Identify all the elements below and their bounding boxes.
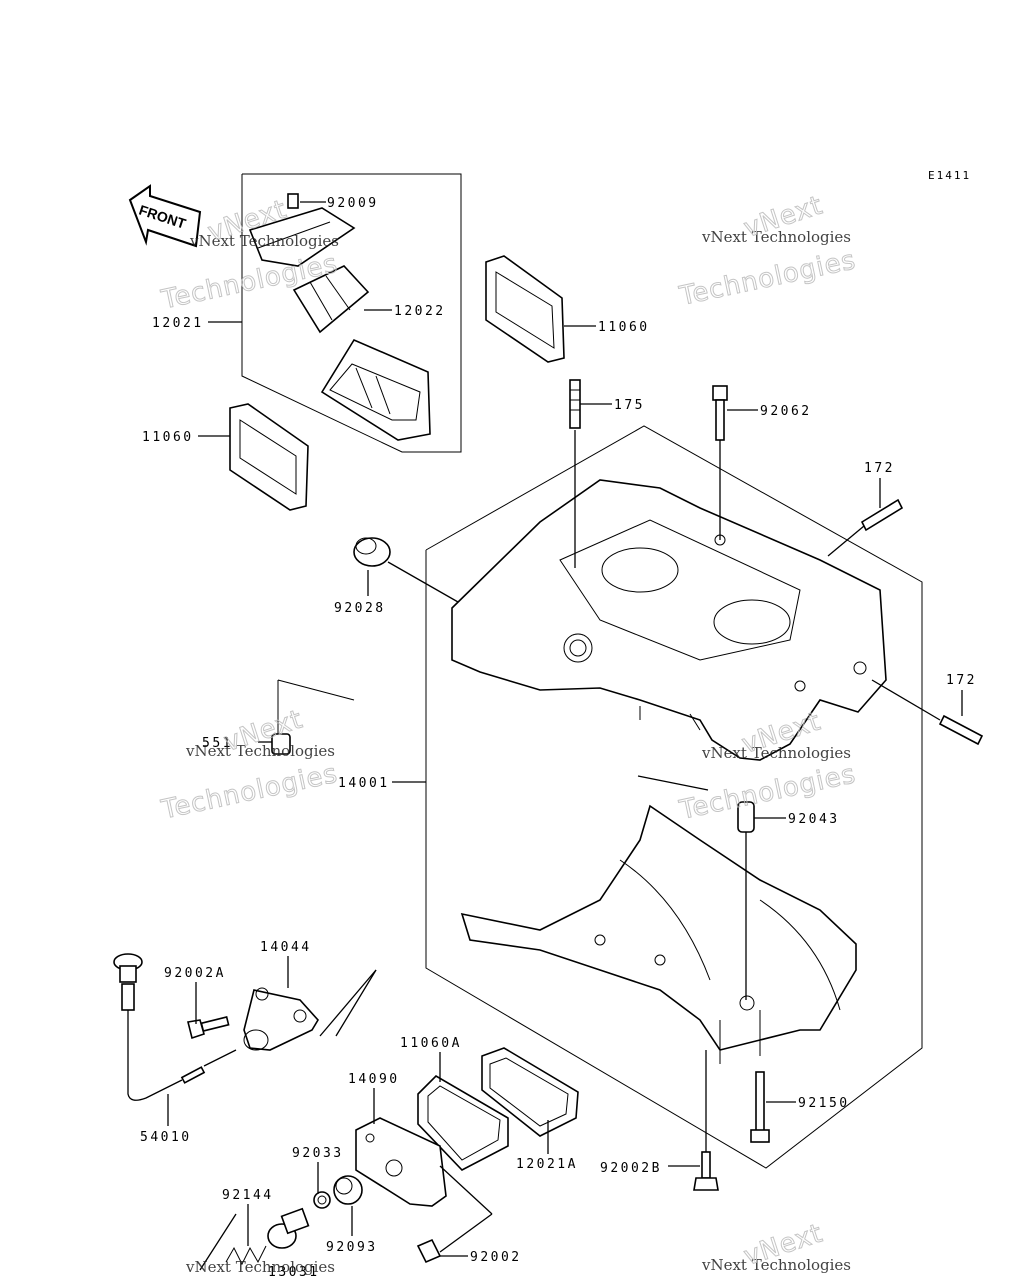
spring-92144-part xyxy=(225,1245,267,1266)
label-14001: 14001 xyxy=(338,776,390,791)
svg-text:Technologies: Technologies xyxy=(158,759,340,826)
crankcase-assembly-box xyxy=(425,425,923,1169)
stud-172-upper-part xyxy=(827,498,904,557)
label-172-upper: 172 xyxy=(864,461,895,476)
label-551: 551 xyxy=(202,736,233,751)
reed-valve-stopper-part xyxy=(248,193,356,267)
label-92002B: 92002B xyxy=(600,1161,662,1176)
svg-text:vNext Technologies: vNext Technologies xyxy=(701,1256,851,1274)
gasket-upper-part xyxy=(485,255,565,363)
dowel-92043-part xyxy=(737,801,755,1000)
watermark-mid-left: vNext Technologies vNext Technologies xyxy=(158,704,341,826)
label-172-lower: 172 xyxy=(946,673,977,688)
front-arrow-icon: FRONT xyxy=(128,184,202,248)
reed-valve-block-part xyxy=(320,338,431,441)
part-labels: 92009 12021 12022 11060 11060 175 92062 … xyxy=(140,196,977,1280)
label-92033: 92033 xyxy=(292,1146,344,1161)
gasket-left-part xyxy=(229,403,309,511)
ref-code: E1411 xyxy=(928,169,971,182)
label-92009: 92009 xyxy=(327,196,379,211)
label-175: 175 xyxy=(614,398,645,413)
cable-54010-part xyxy=(113,953,237,1101)
bolt-92150-part xyxy=(750,1071,770,1143)
svg-text:vNext Technologies: vNext Technologies xyxy=(189,232,339,250)
bolt-92002B-part xyxy=(693,1050,719,1191)
plate-12021A-part xyxy=(481,1047,579,1137)
label-92144: 92144 xyxy=(222,1188,274,1203)
plunger-13031-part xyxy=(267,1207,310,1249)
svg-text:vNext Technologies: vNext Technologies xyxy=(185,742,335,760)
label-12021A: 12021A xyxy=(516,1157,578,1172)
seal-92093-part xyxy=(333,1175,363,1205)
label-92062: 92062 xyxy=(760,404,812,419)
label-92028: 92028 xyxy=(334,601,386,616)
label-92002A: 92002A xyxy=(164,966,226,981)
cover-14090-part xyxy=(355,1117,447,1207)
fitting-14044-part xyxy=(243,987,319,1051)
svg-text:Technologies: Technologies xyxy=(676,245,858,312)
label-11060-left: 11060 xyxy=(142,430,194,445)
watermark-bottom-right: vNext Technologies vNext xyxy=(701,1218,851,1274)
label-92002: 92002 xyxy=(470,1250,522,1265)
bolt-92002A-part xyxy=(187,1016,230,1040)
leader-lines xyxy=(167,201,963,1271)
part-551 xyxy=(271,679,355,755)
label-92093: 92093 xyxy=(326,1240,378,1255)
watermark-top-right: vNext Technologies vNext Technologies xyxy=(676,190,859,313)
label-13031: 13031 xyxy=(268,1265,320,1280)
upper-crankcase-part xyxy=(451,479,887,761)
reed-valve-group-box xyxy=(241,173,462,453)
reed-petal-part xyxy=(292,265,370,334)
svg-text:vNext Technologies: vNext Technologies xyxy=(701,228,851,246)
bolt-92062-part xyxy=(712,385,728,540)
label-12021: 12021 xyxy=(152,316,204,331)
label-11060-upper: 11060 xyxy=(598,320,650,335)
label-12022: 12022 xyxy=(394,304,446,319)
stud-172-lower-part xyxy=(871,679,984,746)
svg-text:vNext Technologies: vNext Technologies xyxy=(701,744,851,762)
ring-92033-part xyxy=(313,1191,331,1209)
label-14090: 14090 xyxy=(348,1072,400,1087)
bushing-92028-part xyxy=(353,537,459,603)
label-11060A: 11060A xyxy=(400,1036,462,1051)
label-92150: 92150 xyxy=(798,1096,850,1111)
label-92043: 92043 xyxy=(788,812,840,827)
label-14044: 14044 xyxy=(260,940,312,955)
lower-crankcase-part xyxy=(460,804,857,1064)
label-54010: 54010 xyxy=(140,1130,192,1145)
watermark-bottom-left: vNext Technologies xyxy=(185,1258,335,1276)
svg-text:vNext Technologies: vNext Technologies xyxy=(185,1258,335,1276)
